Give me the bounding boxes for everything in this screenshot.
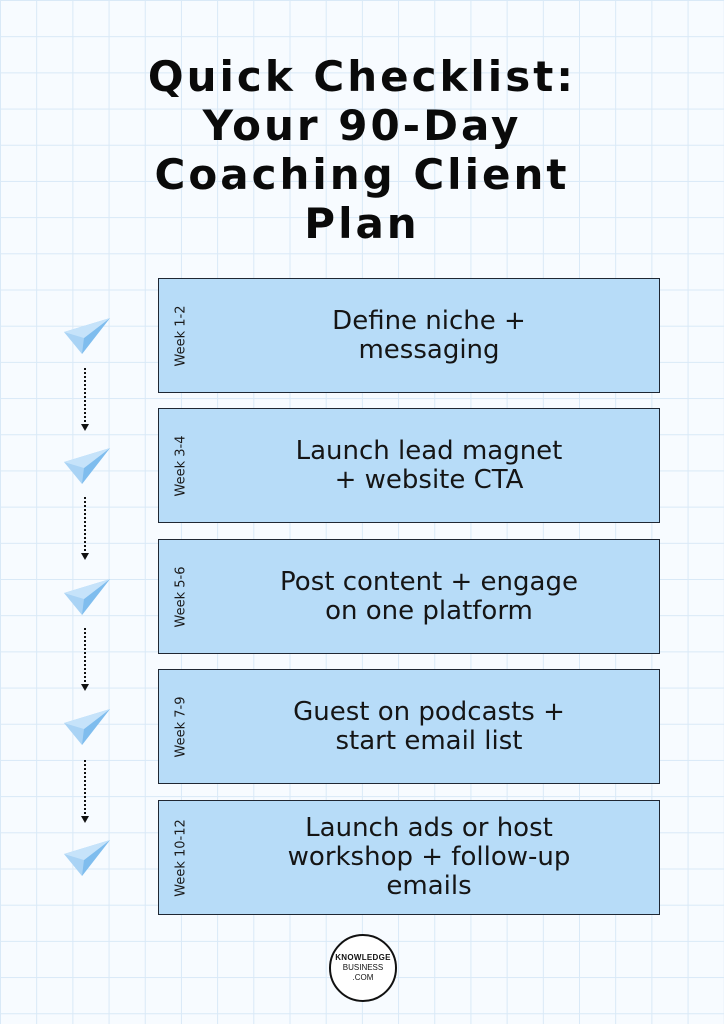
logo-line-3: .COM bbox=[352, 973, 374, 982]
dotted-arrow-down-icon bbox=[81, 628, 89, 691]
task-text-3: Post content + engage on one platform bbox=[199, 540, 659, 653]
week-label-2: Week 3-4 bbox=[173, 435, 189, 496]
week-label-4: Week 7-9 bbox=[173, 696, 189, 757]
task-line: Launch ads or host bbox=[305, 813, 553, 843]
week-label-3: Week 5-6 bbox=[173, 566, 189, 627]
task-line: Post content + engage bbox=[280, 566, 578, 597]
task-line: workshop + follow-up bbox=[287, 842, 571, 872]
task-text-5: Launch ads or host workshop + follow-up … bbox=[199, 801, 659, 914]
task-line: Guest on podcasts + bbox=[293, 696, 565, 727]
page-title: Quick Checklist: Your 90-Day Coaching Cl… bbox=[0, 52, 724, 248]
step-card-4: Week 7-9 Guest on podcasts + start email… bbox=[158, 669, 660, 784]
task-line: start email list bbox=[335, 725, 523, 756]
logo-line-2: BUSINESS bbox=[342, 963, 384, 972]
title-line-1: Quick Checklist: bbox=[147, 52, 577, 101]
paper-plane-icon bbox=[64, 318, 110, 354]
week-label-1: Week 1-2 bbox=[173, 305, 189, 366]
paper-plane-icon bbox=[64, 448, 110, 484]
paper-plane-icon bbox=[64, 709, 110, 745]
step-card-2: Week 3-4 Launch lead magnet + website CT… bbox=[158, 408, 660, 523]
task-text-1: Define niche + messaging bbox=[199, 279, 659, 392]
title-line-4: Plan bbox=[304, 199, 420, 248]
dotted-arrow-down-icon bbox=[81, 368, 89, 431]
task-line: messaging bbox=[358, 334, 500, 365]
title-line-2: Your 90-Day bbox=[202, 101, 522, 150]
task-line: + website CTA bbox=[334, 464, 524, 495]
task-line: Define niche + bbox=[332, 305, 526, 336]
logo-line-1: KNOWLEDGE bbox=[335, 953, 391, 962]
task-line: emails bbox=[386, 871, 472, 901]
task-line: Launch lead magnet bbox=[295, 435, 563, 466]
week-label-5: Week 10-12 bbox=[173, 818, 189, 897]
title-line-3: Coaching Client bbox=[154, 150, 570, 199]
dotted-arrow-down-icon bbox=[81, 760, 89, 823]
knowledge-business-logo: KNOWLEDGE BUSINESS .COM bbox=[329, 934, 397, 1002]
step-card-5: Week 10-12 Launch ads or host workshop +… bbox=[158, 800, 660, 915]
paper-plane-icon bbox=[64, 840, 110, 876]
task-text-2: Launch lead magnet + website CTA bbox=[199, 409, 659, 522]
dotted-arrow-down-icon bbox=[81, 497, 89, 560]
task-text-4: Guest on podcasts + start email list bbox=[199, 670, 659, 783]
step-card-1: Week 1-2 Define niche + messaging bbox=[158, 278, 660, 393]
task-line: on one platform bbox=[325, 595, 533, 626]
step-card-3: Week 5-6 Post content + engage on one pl… bbox=[158, 539, 660, 654]
paper-plane-icon bbox=[64, 579, 110, 615]
